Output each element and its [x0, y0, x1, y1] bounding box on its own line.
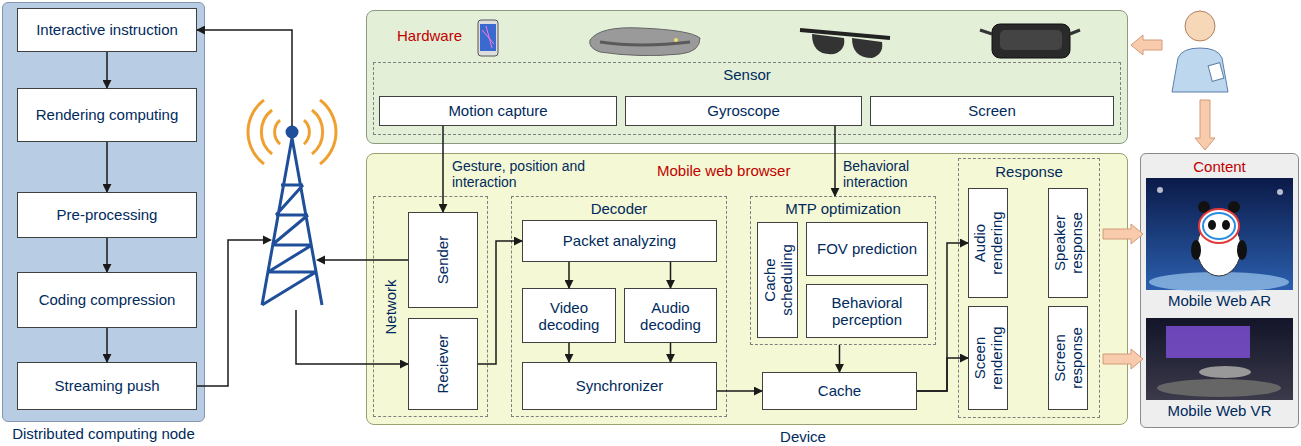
connector-line	[568, 262, 570, 288]
process-box: Audio decoding	[624, 288, 717, 343]
node-label: Interactive instruction	[22, 21, 192, 38]
connector-line	[717, 390, 762, 392]
process-box: FOV prediction	[806, 222, 928, 276]
ar-scene	[1146, 178, 1293, 292]
process-box: Screen response	[1048, 306, 1088, 410]
process-box: Screen	[870, 96, 1114, 126]
connector	[107, 52, 108, 88]
panel-heading: Mobile Web VR	[1146, 402, 1293, 419]
panel-heading: Content	[1141, 158, 1298, 175]
dashed-group: SensorMotion capture Gyroscope Screen	[373, 62, 1121, 135]
phone-icon	[478, 20, 498, 56]
dashed-group: DecoderPacket analyzingVideo decoding Aud…	[511, 196, 727, 417]
node-label: Motion capture	[384, 102, 612, 119]
edge-label: Behavioral interaction	[843, 158, 938, 190]
node-label: Audio rendering	[971, 193, 1006, 293]
node-label: Rendering computing	[22, 106, 192, 123]
connector	[717, 391, 762, 392]
panel-heading: Mobile Web AR	[1146, 292, 1293, 309]
panel-heading: Network	[382, 262, 399, 352]
node-label: Screen response	[1051, 311, 1086, 405]
node-label: Reciever	[434, 323, 451, 405]
arrowhead	[263, 236, 272, 245]
process-box: Gyroscope	[625, 96, 862, 126]
node-label: Packet analyzing	[527, 232, 712, 249]
connector-line	[568, 343, 570, 362]
connector-line	[106, 328, 108, 362]
dashed-group: MTP optimizationCache scheduling FOV pred…	[750, 196, 936, 345]
node-label: Streaming push	[22, 377, 192, 394]
process-box: Video decoding	[522, 288, 616, 343]
connector-line	[839, 345, 841, 372]
node-label: Synchronizer	[527, 377, 712, 394]
node-label: Coding compression	[22, 291, 192, 308]
dashed-group: ResponseAudio rendering Speaker responseS…	[958, 158, 1100, 418]
process-box: Rendering computing	[17, 88, 197, 142]
process-box: Speaker response	[1048, 188, 1088, 298]
caption-label: Device	[700, 428, 906, 445]
panel-heading: Sensor	[374, 66, 1120, 83]
node-label: Cache scheduling	[760, 227, 795, 333]
connector	[839, 345, 840, 372]
process-box: Streaming push	[17, 362, 197, 410]
node-label: Video decoding	[527, 298, 611, 333]
connector	[569, 343, 570, 362]
node-label: Behavioral perception	[811, 294, 923, 329]
connector-line	[670, 343, 672, 362]
node-label: Sceen rendering	[971, 311, 1006, 405]
panel-heading: Mobile web browser	[657, 162, 790, 179]
panel-heading: Hardware	[397, 27, 462, 44]
ar-headset-icon	[590, 28, 700, 56]
connector	[670, 343, 671, 362]
arrowhead	[316, 256, 325, 265]
connector-line	[106, 142, 108, 192]
edge-label: Gesture, position and interaction	[452, 158, 617, 190]
node-label: Screen	[875, 102, 1109, 119]
vr-scene	[1146, 318, 1293, 400]
connector	[107, 142, 108, 192]
connector	[443, 126, 444, 212]
connector-line	[106, 238, 108, 272]
panel-heading: Decoder	[512, 200, 726, 217]
process-box: Motion capture	[379, 96, 617, 126]
connector-line	[670, 262, 672, 288]
connector-line	[106, 52, 108, 88]
node-label: Speaker response	[1051, 193, 1086, 293]
process-box: Reciever	[408, 318, 478, 410]
node-label: Sender	[434, 217, 451, 303]
connector-line	[442, 126, 444, 212]
node-label: FOV prediction	[811, 240, 923, 257]
connector	[107, 238, 108, 272]
panel-heading: Response	[959, 163, 1099, 180]
user-icon	[1172, 11, 1228, 92]
node-label: Pre-processing	[22, 206, 192, 223]
process-box: Sender	[408, 212, 478, 308]
node-label: Gyroscope	[630, 102, 857, 119]
panel: Mobile web browserNetwork SenderReciever D…	[366, 153, 1128, 425]
process-box: Coding compression	[17, 272, 197, 328]
dashed-group: Network SenderReciever	[373, 196, 488, 417]
tower-icon	[248, 100, 336, 305]
process-box: Packet analyzing	[522, 220, 717, 262]
vr-headset-icon	[980, 24, 1080, 58]
node-label: Audio decoding	[629, 298, 712, 333]
connector	[835, 126, 836, 196]
hollow-arrow	[1131, 35, 1215, 150]
process-box: Interactive instruction	[17, 8, 197, 52]
panel: Distributed computing nodeInteractive in…	[2, 2, 205, 422]
connector	[107, 328, 108, 362]
process-box: Pre-processing	[17, 192, 197, 238]
process-box: Synchronizer	[522, 362, 717, 410]
process-box: Cache	[762, 372, 917, 410]
panel-heading: Distributed computing node	[3, 425, 204, 442]
process-box: Sceen rendering	[968, 306, 1008, 410]
connector-line	[834, 126, 836, 196]
process-box: Cache scheduling	[757, 222, 798, 338]
connector	[670, 262, 671, 288]
process-box: Behavioral perception	[806, 284, 928, 338]
connector	[569, 262, 570, 288]
panel-heading: MTP optimization	[751, 200, 935, 217]
node-label: Cache	[767, 382, 912, 399]
process-box: Audio rendering	[968, 188, 1008, 298]
